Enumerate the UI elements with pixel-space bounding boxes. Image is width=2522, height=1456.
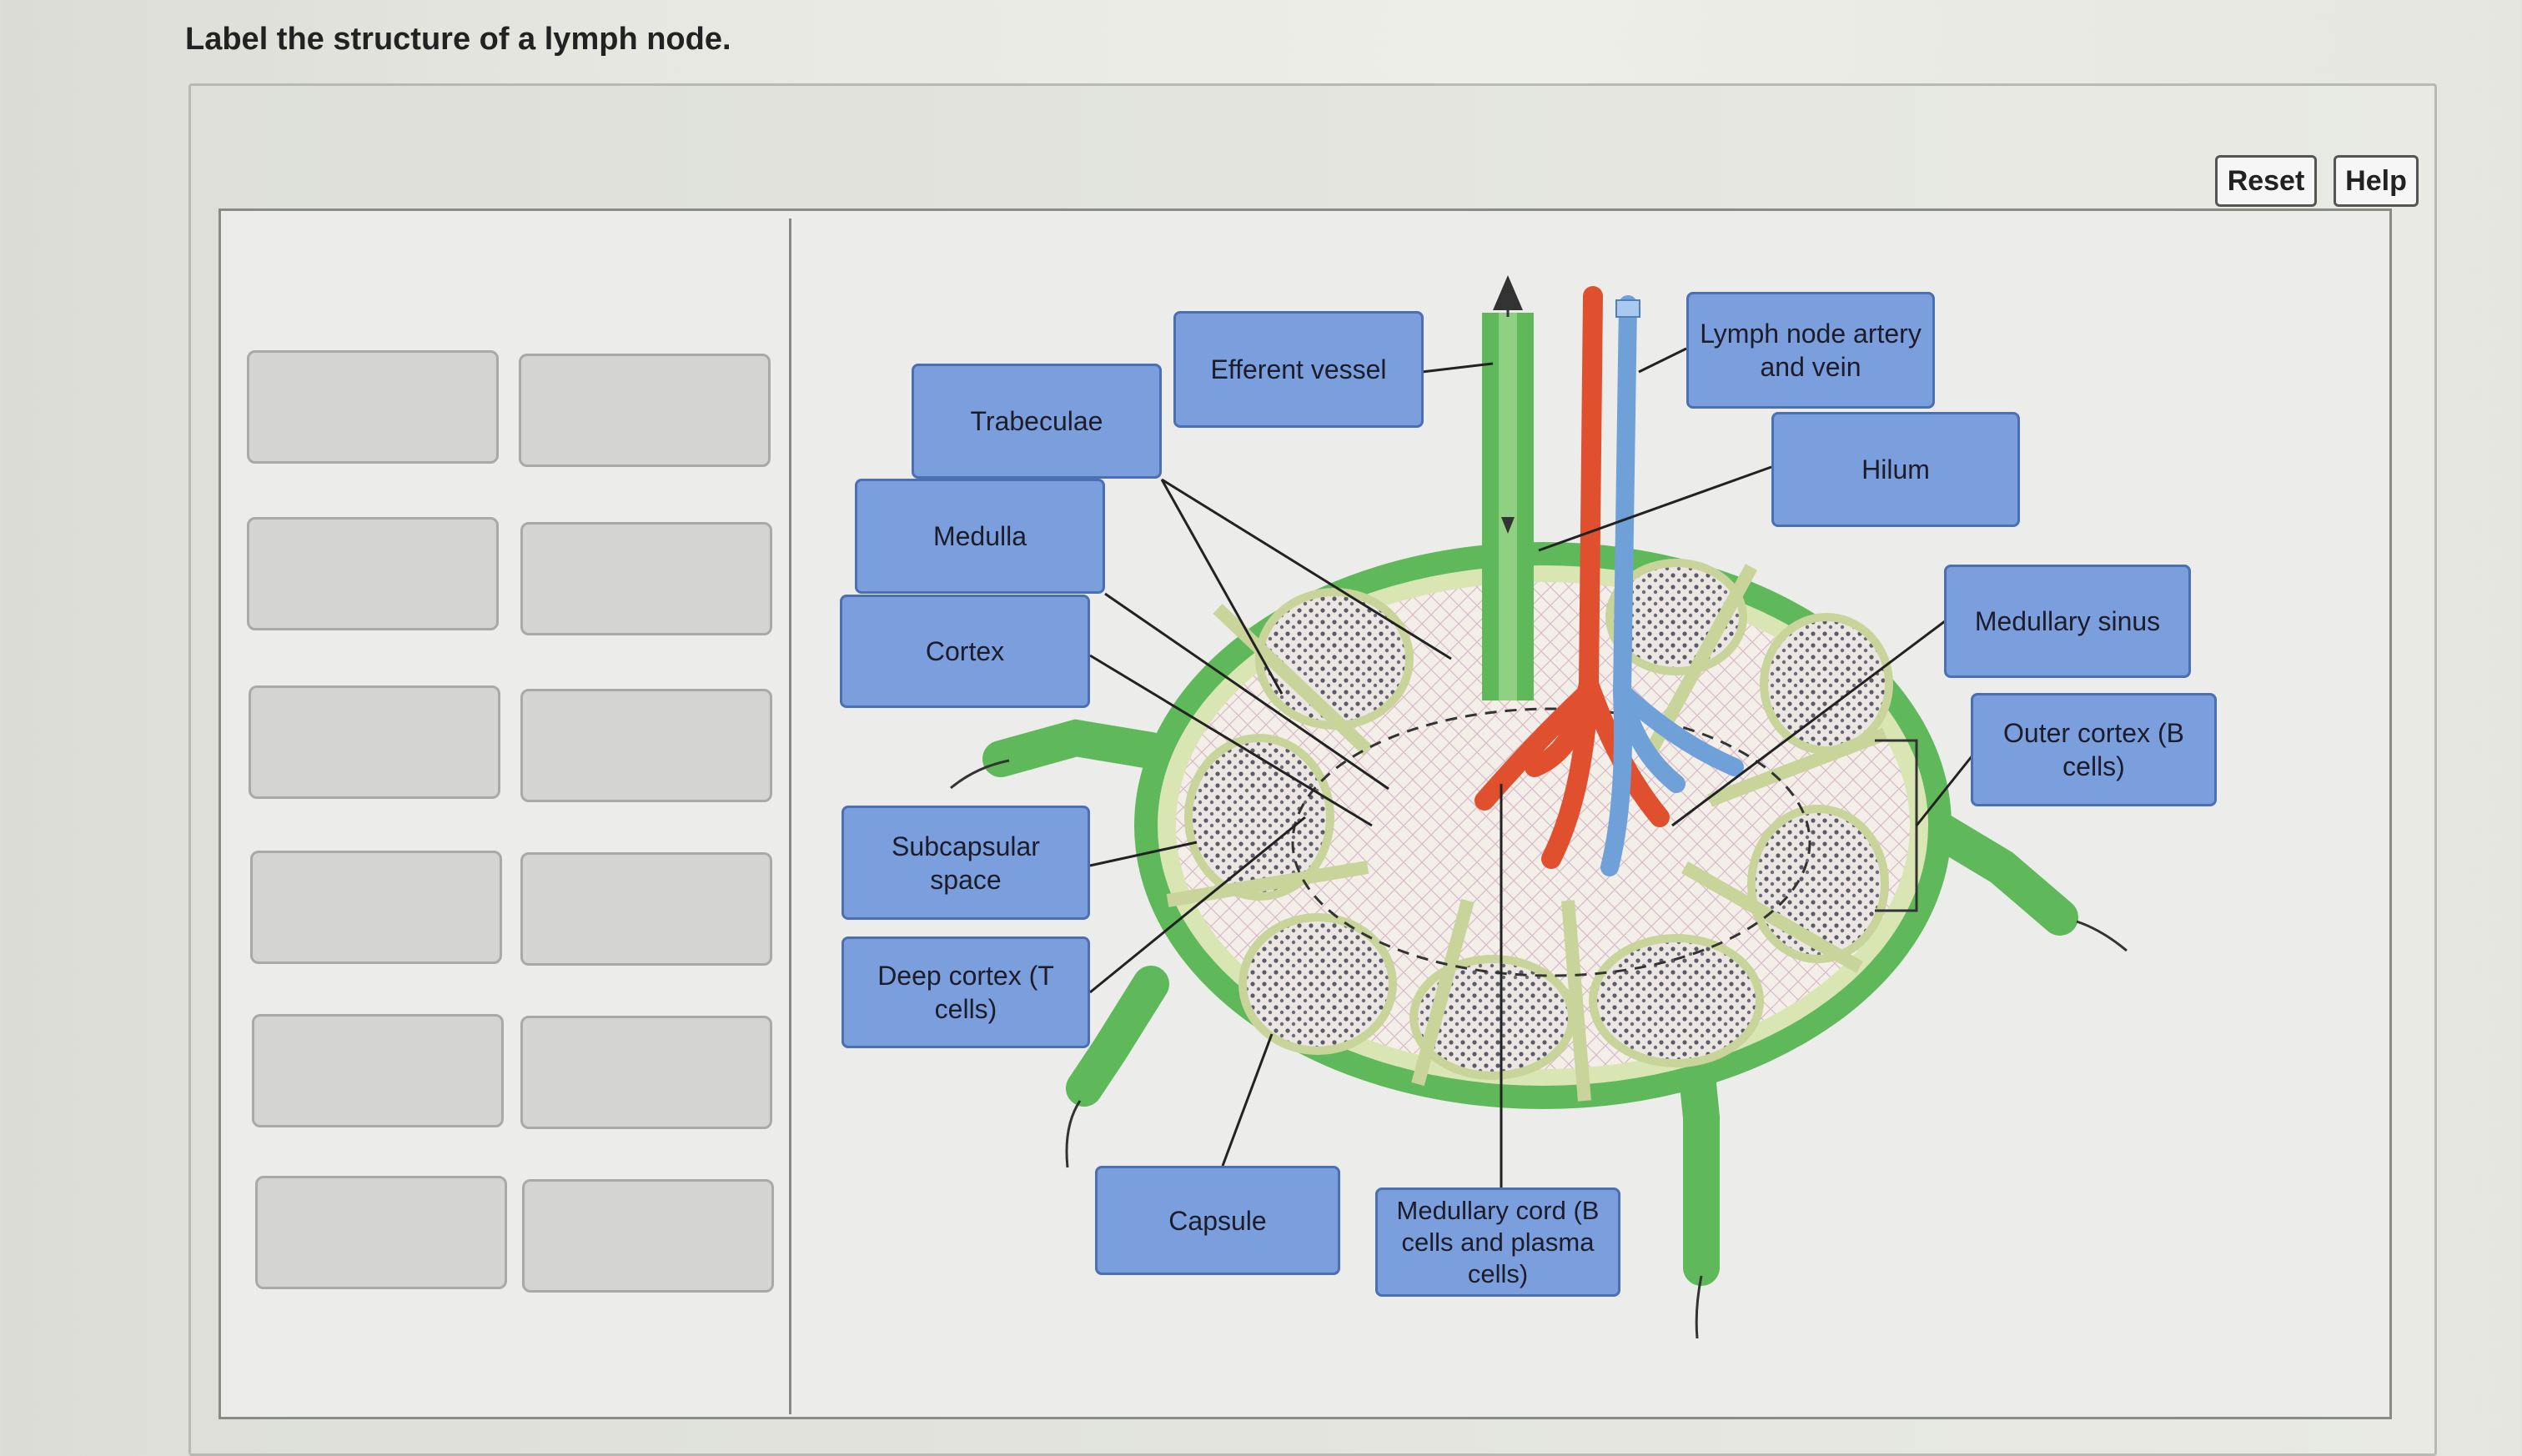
drop-slot[interactable] [252,1014,504,1127]
lymph-node-diagram [950,275,2128,1339]
label-capsule[interactable]: Capsule [1095,1166,1340,1275]
drop-slot[interactable] [520,1016,772,1129]
label-hilum[interactable]: Hilum [1771,412,2020,527]
drop-slot[interactable] [520,522,772,635]
label-efferent-vessel[interactable]: Efferent vessel [1173,311,1424,428]
drop-slot[interactable] [255,1176,507,1289]
help-button[interactable]: Help [2334,155,2419,207]
label-medullary-cord[interactable]: Medullary cord (B cells and plasma cells… [1375,1187,1620,1297]
panel-divider [789,218,791,1414]
drop-slot[interactable] [520,689,772,802]
drop-slot[interactable] [250,851,502,964]
leader-lines [1089,347,1974,1189]
label-subcapsular-space[interactable]: Subcapsular space [842,806,1090,920]
artery-and-vein [1475,286,1744,876]
question-prompt: Label the structure of a lymph node. [185,22,731,57]
drop-slot[interactable] [247,517,499,630]
label-lymph-node-artery-and-vein[interactable]: Lymph node artery and vein [1686,292,1935,409]
drop-slot[interactable] [247,350,499,464]
cortical-follicles [1184,559,1893,1080]
label-medullary-sinus[interactable]: Medullary sinus [1944,565,2191,678]
deep-cortex-boundary [1291,707,1811,977]
efferent-vessel-shape [1482,275,1534,700]
drop-slot[interactable] [249,685,500,799]
label-cortex[interactable]: Cortex [840,595,1090,708]
label-deep-cortex[interactable]: Deep cortex (T cells) [842,936,1090,1048]
drop-slot[interactable] [520,852,772,966]
drop-slot[interactable] [519,354,771,467]
label-medulla[interactable]: Medulla [855,479,1105,594]
label-outer-cortex[interactable]: Outer cortex (B cells) [1971,693,2217,806]
drop-slot[interactable] [522,1179,774,1293]
label-trabeculae[interactable]: Trabeculae [912,364,1162,479]
reset-button[interactable]: Reset [2215,155,2317,207]
